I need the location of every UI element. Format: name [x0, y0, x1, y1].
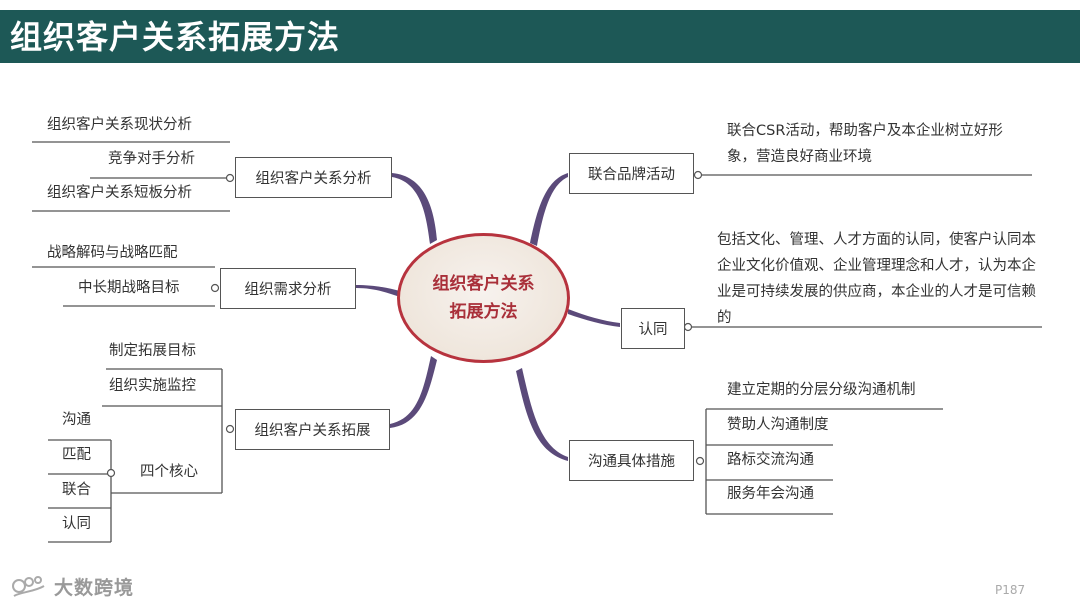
central-topic-line-2: 拓展方法	[449, 302, 518, 322]
recognition-description: 包括文化、管理、人才方面的认同，使客户认同本企业文化价值观、企业管理理念和人才，…	[717, 232, 1036, 326]
leaf-mid-long-term-goals: 中长期战略目标	[78, 280, 180, 296]
leaf-service-annual-meeting: 服务年会沟通	[727, 486, 814, 502]
branch-communication-measures: 沟通具体措施	[569, 440, 694, 481]
connector-dot	[106, 468, 116, 478]
leaf-strategy-decoding: 战略解码与战略匹配	[47, 245, 178, 261]
core-recognition: 认同	[62, 516, 91, 532]
leaf-set-expansion-goals: 制定拓展目标	[109, 343, 196, 359]
branch-organizational-needs-analysis: 组织需求分析	[220, 268, 356, 309]
connector-dot	[683, 322, 693, 332]
leaf-regular-communication-mechanism: 建立定期的分层分级沟通机制	[727, 382, 916, 398]
central-topic: 组织客户关系 拓展方法	[397, 233, 570, 363]
leaf-implementation-monitoring: 组织实施监控	[109, 378, 196, 394]
connector-dot	[225, 424, 235, 434]
core-matching: 匹配	[62, 447, 91, 463]
central-topic-line-1: 组织客户关系	[432, 274, 535, 294]
leaf-weakness-analysis: 组织客户关系短板分析	[47, 185, 192, 201]
core-communication: 沟通	[62, 412, 91, 428]
branch-curve-left-2	[356, 285, 400, 297]
branch-curve-right-3	[516, 368, 568, 461]
branch-recognition: 认同	[621, 308, 685, 349]
leaf-sponsor-communication: 赞助人沟通制度	[727, 417, 829, 433]
core-alliance: 联合	[62, 482, 91, 498]
brand-name: 大数跨境	[54, 576, 135, 599]
leaf-competitor-analysis: 竞争对手分析	[108, 151, 195, 167]
connector-dot	[693, 170, 703, 180]
branch-curve-left-3	[390, 356, 437, 428]
header-bar: 组织客户关系拓展方法	[0, 10, 1080, 63]
branch-customer-relationship-expansion: 组织客户关系拓展	[235, 409, 390, 450]
branch-curve-right-2	[568, 309, 620, 327]
page-title: 组织客户关系拓展方法	[10, 18, 341, 56]
connector-dot	[695, 456, 705, 466]
connector-dot	[225, 173, 235, 183]
leaf-current-status-analysis: 组织客户关系现状分析	[47, 117, 192, 133]
connector-dot	[210, 283, 220, 293]
branch-curve-left-1	[392, 173, 437, 244]
joint-brand-description: 联合CSR活动，帮助客户及本企业树立好形象，营造良好商业环境	[727, 123, 1003, 165]
branch-joint-brand-activities: 联合品牌活动	[569, 153, 694, 194]
brand-mark-icon	[12, 576, 45, 597]
branch-customer-relationship-analysis: 组织客户关系分析	[235, 157, 392, 198]
branch-curve-right-1	[530, 173, 568, 246]
page-number: P187	[995, 583, 1026, 597]
brand-logo: 大数跨境	[10, 572, 134, 600]
leaf-four-cores: 四个核心	[140, 464, 198, 480]
leaf-roadmap-communication: 路标交流沟通	[727, 452, 814, 468]
